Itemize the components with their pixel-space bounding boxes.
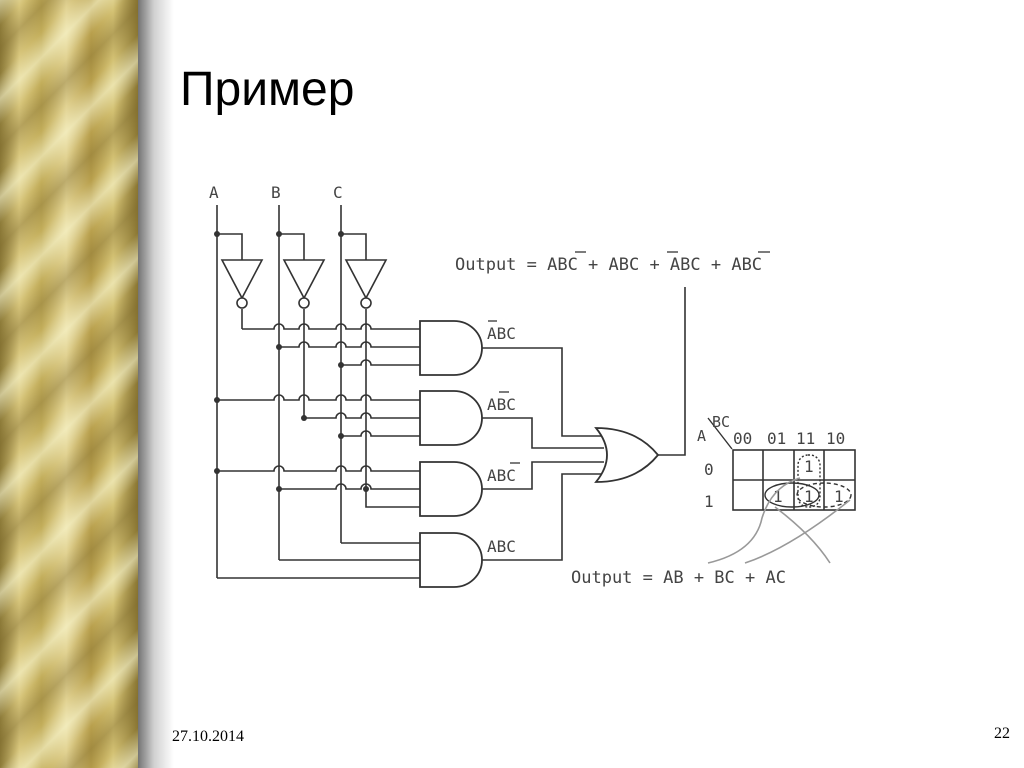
kmap-col-label: 00 — [733, 429, 752, 448]
gate-label-4: ABC — [487, 537, 516, 556]
kmap-row-label: 1 — [704, 492, 714, 511]
decorative-side-stripe — [0, 0, 138, 768]
kmap-cell: 1 — [773, 487, 783, 506]
stripe-shadow — [138, 0, 174, 768]
output-expression: Output = ABC + ABC + ABC + ABC — [455, 255, 762, 275]
kmap-cell: 1 — [804, 457, 814, 476]
junction-dots — [214, 231, 369, 492]
gate-label-3: ABC — [487, 466, 516, 485]
simplified-expression: Output = AB + BC + AC — [571, 568, 786, 588]
kmap-col-label: 11 — [796, 429, 815, 448]
and-gates — [419, 320, 483, 588]
circuit-wires — [216, 205, 686, 579]
kmap-cell: 1 — [804, 487, 814, 506]
kmap-groupings — [764, 454, 852, 508]
input-label-a: A — [209, 183, 219, 202]
inverter-gates — [220, 259, 388, 309]
slide-title: Пример — [180, 63, 355, 116]
kmap-row-label: 0 — [704, 460, 714, 479]
gate-label-1: ABC — [487, 324, 516, 343]
input-label-c: C — [333, 183, 343, 202]
input-label-b: B — [271, 183, 281, 202]
kmap-col-variable: BC — [712, 413, 730, 431]
or-gate — [594, 427, 660, 483]
gate-label-2: ABC — [487, 395, 516, 414]
slide-date: 27.10.2014 — [172, 728, 244, 745]
kmap-row-variable: A — [697, 427, 706, 445]
page-number: 22 — [994, 725, 1010, 742]
kmap-cell: 1 — [834, 487, 844, 506]
complement-overbars — [488, 251, 770, 464]
kmap-connector-curves — [707, 477, 851, 564]
kmap-col-label: 10 — [826, 429, 845, 448]
gate-term-labels: ABC ABC ABC ABC — [487, 324, 516, 556]
karnaugh-map: BC A 00 01 11 10 0 1 1 1 1 1 — [697, 413, 856, 564]
input-labels: A B C — [209, 183, 343, 202]
kmap-col-label: 01 — [767, 429, 786, 448]
